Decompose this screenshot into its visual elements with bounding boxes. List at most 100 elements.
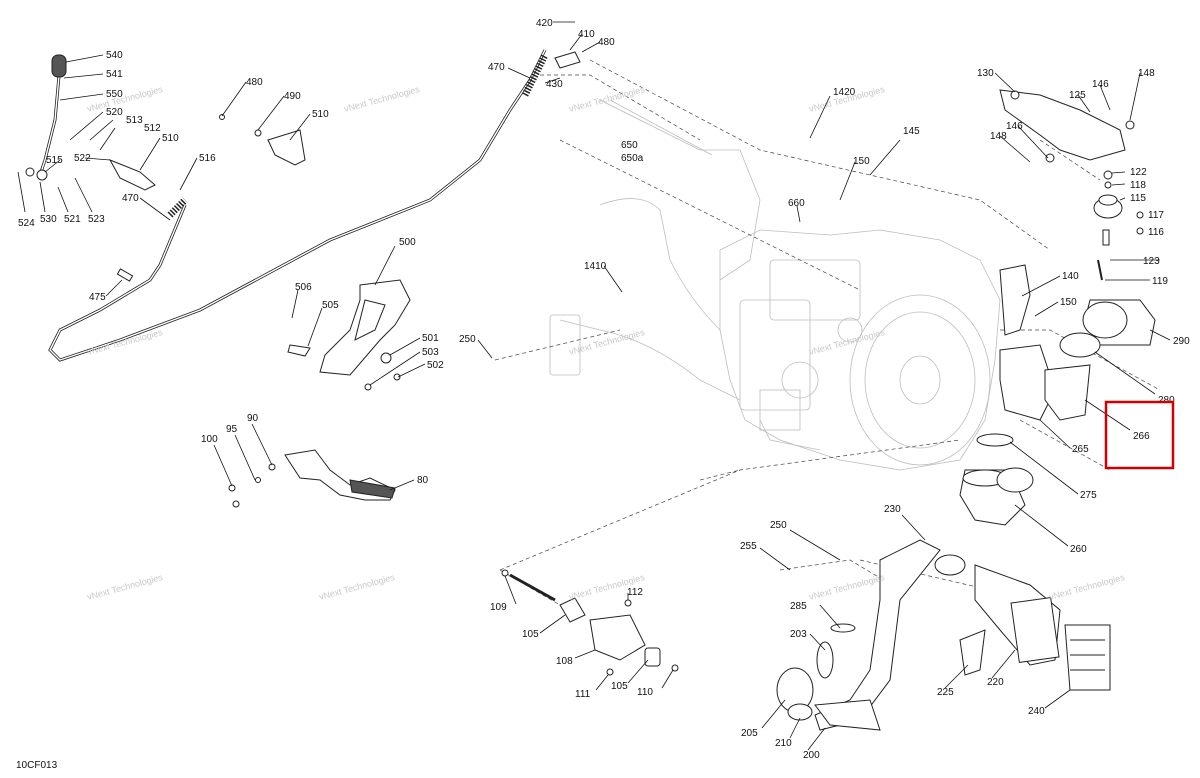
callout: 506: [295, 282, 312, 293]
callout: 521: [64, 214, 81, 225]
callout: 522: [74, 153, 91, 164]
callout: 490: [284, 91, 301, 102]
callout: 530: [40, 214, 57, 225]
callout: 115: [1130, 193, 1146, 204]
callout: 146: [1006, 121, 1023, 132]
brake-pedal-bracket: [287, 279, 411, 391]
callout: 650a: [621, 153, 644, 164]
svg-text:vNext Technologies: vNext Technologies: [86, 327, 164, 357]
gear-selector-assembly: [501, 569, 679, 676]
callout: 523: [88, 214, 105, 225]
watermarks: vNext Technologies vNext Technologies vN…: [86, 84, 1126, 602]
callout: 260: [1070, 544, 1087, 555]
shift-knob: [51, 54, 67, 78]
callout: 116: [1148, 227, 1164, 238]
callout: 109: [490, 602, 507, 613]
callout: 210: [775, 738, 792, 749]
callout: 540: [106, 50, 123, 61]
callout: 430: [546, 79, 563, 90]
callout: 105: [522, 629, 539, 640]
callout: 250: [459, 334, 476, 345]
engine-assembly-drawing: [549, 99, 1001, 471]
callout: 140: [1062, 271, 1079, 282]
callout: 145: [903, 126, 920, 137]
diagram-reference-code: 10CF013: [16, 760, 58, 771]
callout: 111: [575, 689, 591, 700]
callout: 240: [1028, 706, 1045, 717]
svg-text:vNext Technologies: vNext Technologies: [1048, 572, 1126, 602]
callout: 501: [422, 333, 439, 344]
svg-text:vNext Technologies: vNext Technologies: [86, 572, 164, 602]
callout: 95: [226, 424, 238, 435]
callout: 475: [89, 292, 106, 303]
callout: 410: [578, 29, 595, 40]
callout: 80: [417, 475, 429, 486]
accelerator-pedal: [228, 449, 396, 508]
callout: 203: [790, 629, 807, 640]
callout: 105: [611, 681, 628, 692]
svg-text:vNext Technologies: vNext Technologies: [568, 84, 646, 114]
callout: 512: [144, 123, 161, 134]
callout: 516: [199, 153, 216, 164]
callout: 125: [1069, 90, 1086, 101]
callout: 108: [556, 656, 573, 667]
callout-numbers: 540 541 550 520 513 512 510 515 522 516 …: [18, 18, 1190, 761]
callout: 500: [399, 237, 416, 248]
callout: 520: [106, 107, 123, 118]
callout: 470: [488, 62, 505, 73]
callout: 148: [990, 131, 1007, 142]
callout: 541: [106, 69, 123, 80]
callout: 200: [803, 750, 820, 761]
callout: 123: [1143, 256, 1160, 267]
callout: 524: [18, 218, 35, 229]
callout: 280: [1158, 395, 1175, 406]
svg-text:vNext Technologies: vNext Technologies: [808, 572, 886, 602]
callout: 265: [1072, 444, 1089, 455]
callout: 505: [322, 300, 339, 311]
callout: 1420: [833, 87, 856, 98]
callout: 550: [106, 89, 123, 100]
callout: 275: [1080, 490, 1097, 501]
callout: 250: [770, 520, 787, 531]
air-intake-ducts: [959, 264, 1156, 526]
lower-intake-assembly: [776, 539, 1111, 731]
callout: 220: [987, 677, 1004, 688]
callout: 285: [790, 601, 807, 612]
callout: 480: [246, 77, 263, 88]
leader-lines: [17, 21, 1171, 751]
callout: 290: [1173, 336, 1190, 347]
svg-text:vNext Technologies: vNext Technologies: [318, 572, 396, 602]
callout: 146: [1092, 79, 1109, 90]
callout: 117: [1148, 210, 1164, 221]
svg-text:vNext Technologies: vNext Technologies: [343, 84, 421, 114]
shift-cable-assembly: [25, 49, 581, 362]
callout: 122: [1130, 167, 1147, 178]
callout: 503: [422, 347, 439, 358]
callout: 112: [627, 587, 643, 598]
callout: 255: [740, 541, 757, 552]
callout: 230: [884, 504, 901, 515]
svg-text:vNext Technologies: vNext Technologies: [86, 84, 164, 114]
callout: 470: [122, 193, 139, 204]
callout: 205: [741, 728, 758, 739]
callout: 118: [1130, 180, 1146, 191]
callout: 420: [536, 18, 553, 29]
callout: 1410: [584, 261, 607, 272]
callout: 513: [126, 115, 143, 126]
callout: 150: [853, 156, 870, 167]
callout: 148: [1138, 68, 1155, 79]
callout: 515: [46, 155, 63, 166]
callout: 225: [937, 687, 954, 698]
callout: 110: [637, 687, 653, 698]
callout: 119: [1152, 276, 1168, 287]
callout: 100: [201, 434, 218, 445]
callout: 90: [247, 413, 259, 424]
callout: 660: [788, 198, 805, 209]
callout: 650: [621, 140, 638, 151]
callout: 510: [312, 109, 329, 120]
highlight-box: [1104, 400, 1175, 470]
callout-highlighted: 266: [1133, 431, 1150, 442]
callout: 510: [162, 133, 179, 144]
callout: 150: [1060, 297, 1077, 308]
